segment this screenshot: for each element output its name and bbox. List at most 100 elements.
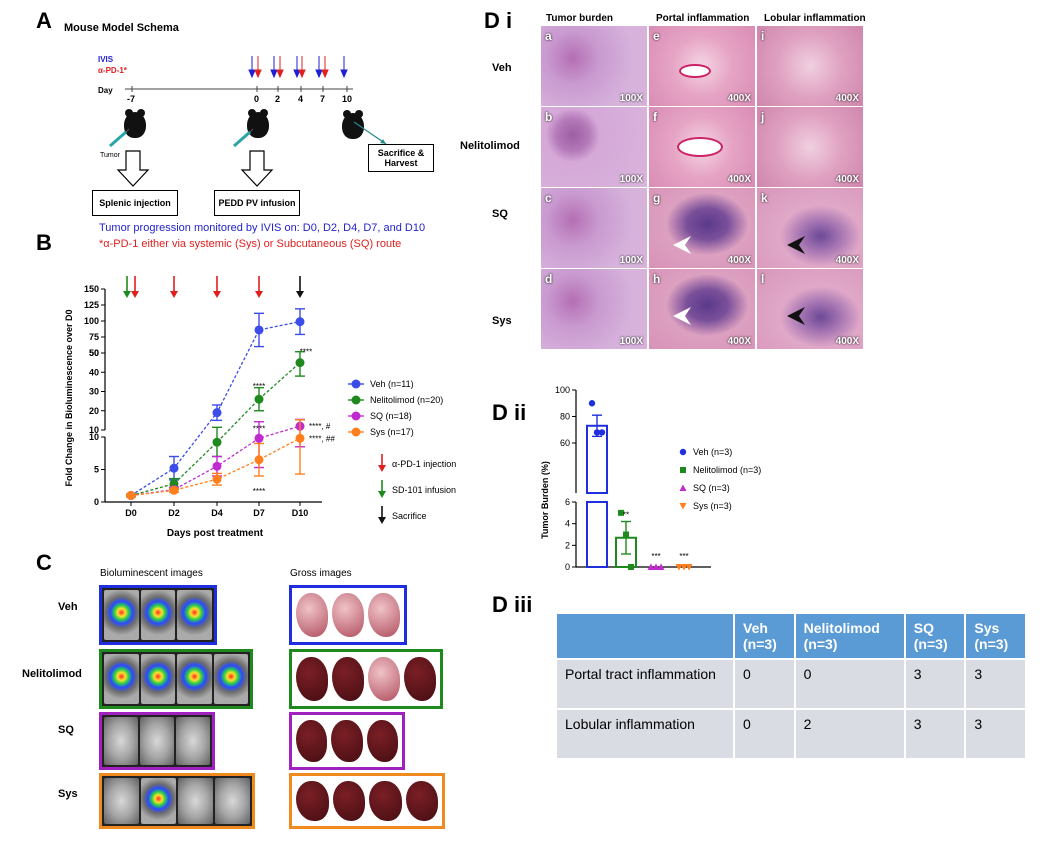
mouse-ivis-image xyxy=(177,590,213,640)
c-row-nelitolimod: Nelitolimod xyxy=(22,668,82,680)
y-tick-label: 4 xyxy=(565,519,570,529)
liver-specimen xyxy=(296,781,329,821)
mouse-ivis-image xyxy=(140,654,175,704)
table-header-cell: SQ(n=3) xyxy=(903,612,967,660)
data-point xyxy=(254,325,264,335)
significance-label: ****, ## xyxy=(309,434,335,443)
liver-specimen xyxy=(404,657,436,701)
gross-liver-image-panel xyxy=(289,649,443,709)
row-label: Portal tract inflammation xyxy=(555,658,735,710)
data-point xyxy=(685,564,693,571)
hollow-arrow-icon xyxy=(116,150,150,187)
x-tick-label: D0 xyxy=(125,508,137,518)
tile-letter: e xyxy=(653,29,660,43)
mouse-ivis-image xyxy=(140,717,174,765)
row-label: Lobular inflammation xyxy=(555,708,735,760)
y-axis-label: Tumor Burden (%) xyxy=(540,461,550,539)
y-tick-label: 75 xyxy=(89,332,99,342)
data-point xyxy=(254,433,264,443)
significance-label: **** xyxy=(253,424,265,433)
data-point xyxy=(254,455,264,465)
syringe-icon xyxy=(109,128,130,148)
y-tick-label: 60 xyxy=(560,438,570,448)
gross-liver-image-panel xyxy=(289,585,407,645)
apd1-note: *α-PD-1 either via systemic (Sys) or Sub… xyxy=(99,238,402,250)
series-3: **** ****, ## xyxy=(126,419,335,500)
white-arrowhead-icon xyxy=(673,236,691,254)
magnification-label: 400X xyxy=(835,255,859,266)
y-tick-label: 50 xyxy=(89,348,99,358)
ivis-note: Tumor progression monitored by IVIS on: … xyxy=(99,222,426,234)
legend-arrow-icon xyxy=(378,506,386,524)
mouse-ivis-image xyxy=(178,778,213,824)
bioluminescent-image-panel xyxy=(99,585,217,645)
liver-specimen xyxy=(296,657,328,701)
mouse-icon xyxy=(342,110,364,139)
magnification-label: 400X xyxy=(727,174,751,185)
legend-arrow-icon xyxy=(378,480,386,498)
bio-title: Bioluminescent images xyxy=(100,568,203,579)
treatment-arrow-green xyxy=(123,276,131,298)
x-axis-label: Days post treatment xyxy=(167,528,264,539)
schema-timeline xyxy=(125,56,353,92)
table-header-cell: Sys(n=3) xyxy=(964,612,1027,660)
vessel-lumen xyxy=(677,137,723,157)
y-tick-label: 5 xyxy=(94,465,99,475)
di-col-tumor: Tumor burden xyxy=(546,13,614,24)
data-point xyxy=(628,564,634,570)
significance-label: ** xyxy=(623,511,629,520)
mouse-ivis-image xyxy=(104,590,139,640)
y-tick-label: 100 xyxy=(555,385,570,395)
mouse-ivis-image xyxy=(177,654,212,704)
legend-marker xyxy=(680,467,686,473)
legend-label: Sys (n=17) xyxy=(370,427,414,437)
bar-group-3: *** xyxy=(675,552,693,571)
day-tick-2: 2 xyxy=(275,94,281,104)
panel-b-letter: B xyxy=(36,230,52,255)
data-point xyxy=(675,564,683,571)
x-tick-label: D2 xyxy=(168,508,180,518)
data-point xyxy=(295,433,305,443)
y-tick-label: 50 xyxy=(89,348,99,358)
liver-specimen xyxy=(296,593,328,637)
data-point xyxy=(295,317,305,327)
mouse-ivis-image xyxy=(104,717,138,765)
tumor-label: Tumor xyxy=(100,152,120,159)
gross-liver-image-panel xyxy=(289,712,405,770)
data-point xyxy=(647,563,655,570)
tile-letter: a xyxy=(545,29,552,43)
bioluminescent-image-panel xyxy=(99,649,253,709)
liver-specimen xyxy=(366,720,398,762)
tile-letter: c xyxy=(545,191,552,205)
data-point xyxy=(212,437,222,447)
magnification-label: 400X xyxy=(727,255,751,266)
liver-specimen xyxy=(332,781,365,821)
hollow-arrow-icon xyxy=(240,150,274,187)
bioluminescent-image-panel xyxy=(99,773,255,829)
table-row: Portal tract inflammation 0 0 3 3 xyxy=(555,658,1027,710)
data-point xyxy=(618,509,624,516)
black-arrowhead-icon xyxy=(787,236,805,254)
schema-arrows xyxy=(248,56,348,79)
mouse-icon xyxy=(124,109,146,138)
legend-label: Veh (n=3) xyxy=(693,447,732,457)
magnification-label: 400X xyxy=(835,336,859,347)
data-point xyxy=(295,358,305,368)
magnification-label: 100X xyxy=(619,255,643,266)
y-axis-label: Fold Change in Bioluminescence over D0 xyxy=(64,309,74,486)
tick-marks xyxy=(131,86,348,92)
liver-specimen xyxy=(332,657,364,701)
table-header-cell xyxy=(555,612,735,660)
treatment-arrow-black xyxy=(296,276,304,298)
treatment-arrow-red xyxy=(213,276,221,298)
day-tick-0: -7 xyxy=(127,94,136,104)
table-header-row: Veh(n=3) Nelitolimod(n=3) SQ(n=3) Sys(n=… xyxy=(555,612,1027,660)
legend-label: SQ (n=18) xyxy=(370,411,412,421)
table-cell: 0 xyxy=(733,658,796,710)
